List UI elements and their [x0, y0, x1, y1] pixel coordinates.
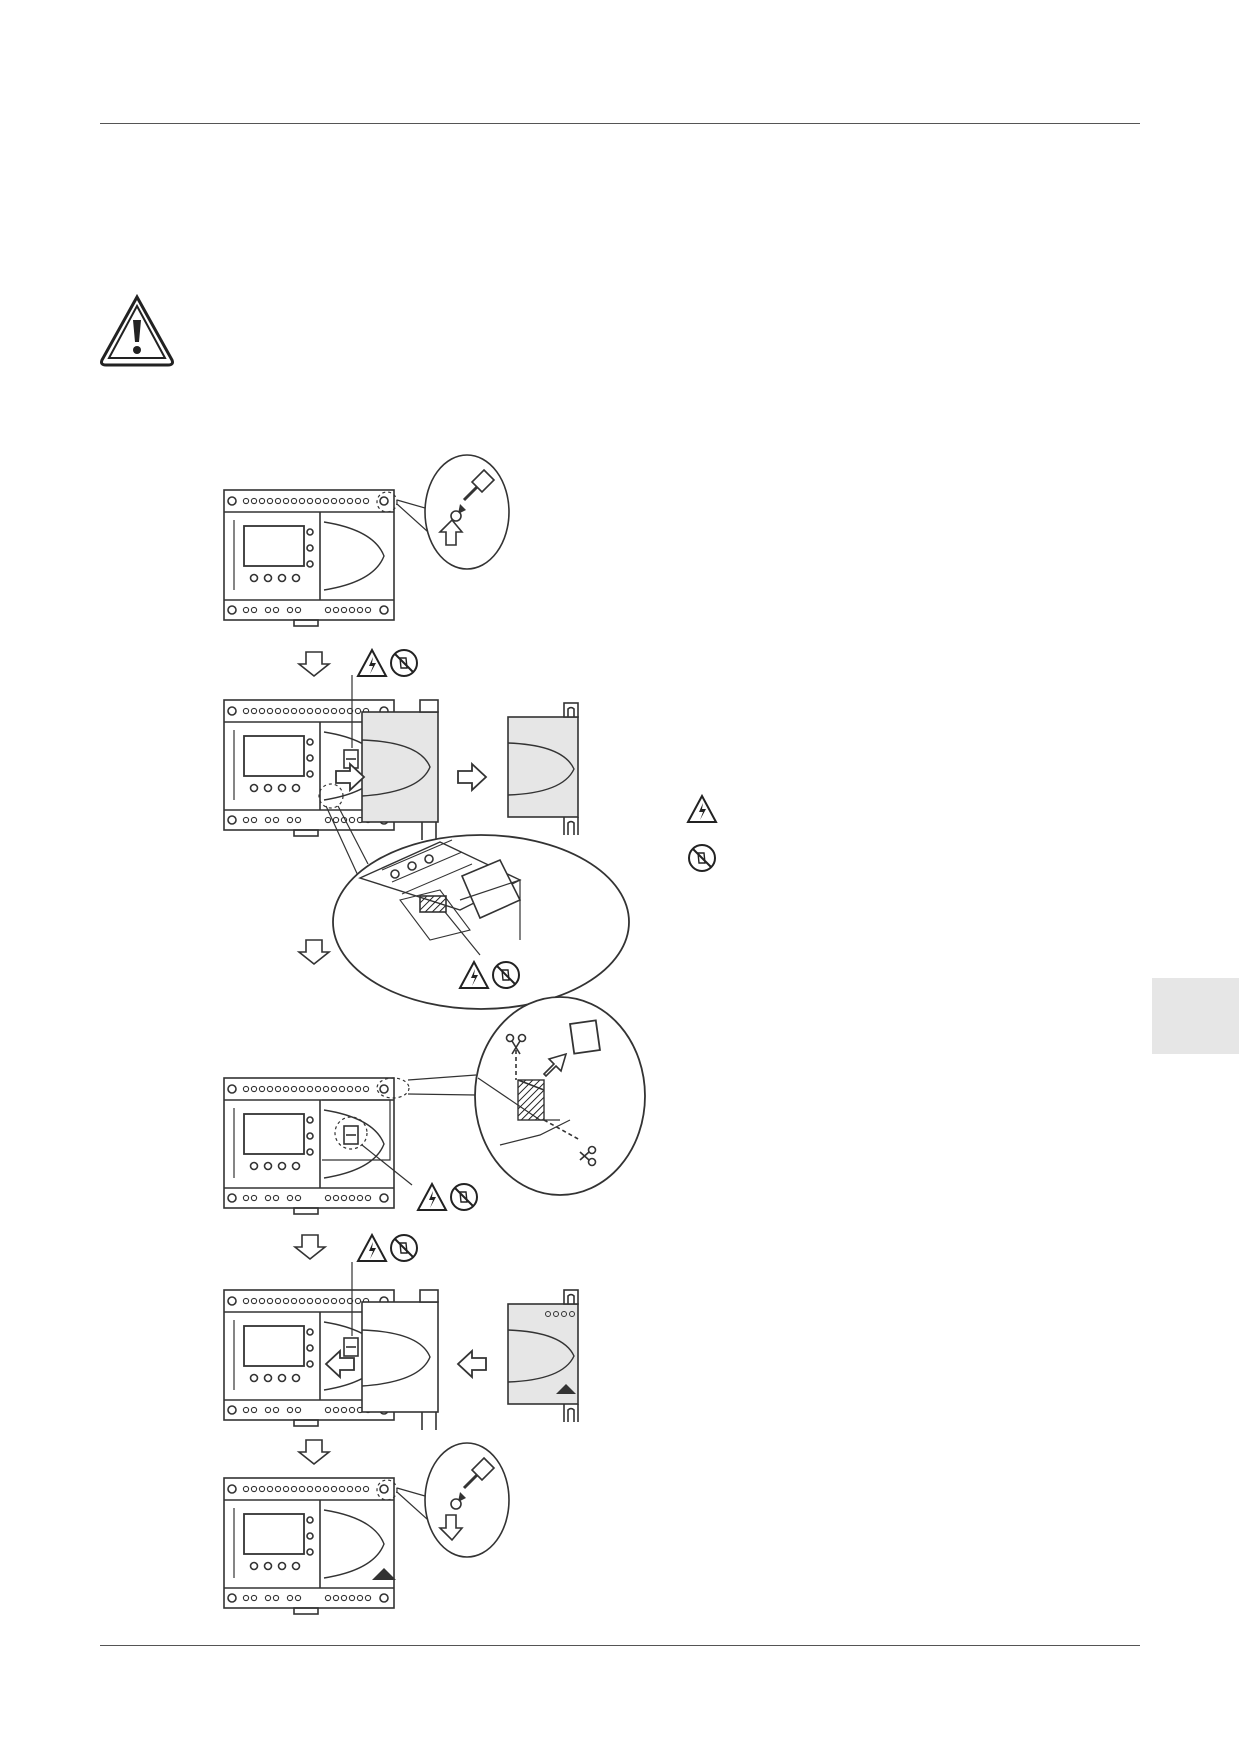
- header-rule: [100, 123, 1140, 124]
- footer-rule: [100, 1645, 1140, 1646]
- step-1-unit: [223, 489, 398, 627]
- no-touch-prohibition-icon: [688, 844, 716, 872]
- arrow-icon: [457, 1350, 487, 1378]
- arrow-icon: [438, 518, 464, 546]
- step-1-detail-callout: [396, 454, 510, 570]
- step-3-detail-callout: [407, 996, 646, 1196]
- chapter-tab: [1152, 978, 1239, 1054]
- step-2-unit: [223, 675, 439, 840]
- step-5-detail-callout: [396, 1442, 510, 1558]
- step-5-unit: [223, 1477, 398, 1615]
- arrow-icon: [298, 939, 330, 965]
- scissors-icon: [579, 1145, 597, 1167]
- detached-module: [507, 702, 579, 836]
- step-2-detail-callout: [325, 805, 630, 1010]
- electric-shock-warning-icon: [357, 1234, 418, 1262]
- electric-shock-warning-icon: [686, 793, 718, 823]
- arrow-icon: [457, 763, 487, 791]
- attaching-module: [507, 1289, 579, 1423]
- arrow-icon: [298, 1439, 330, 1465]
- arrow-icon: [542, 1052, 568, 1078]
- step-3-unit: [223, 1077, 478, 1215]
- arrow-icon: [438, 1514, 464, 1542]
- scissors-icon: [505, 1033, 527, 1055]
- arrow-icon: [294, 1234, 326, 1260]
- step-4-unit: [223, 1262, 439, 1430]
- electric-shock-warning-icon: [417, 1183, 478, 1211]
- warning-triangle-icon: [100, 293, 174, 367]
- arrow-icon: [298, 651, 330, 677]
- electric-shock-warning-icon: [357, 649, 418, 677]
